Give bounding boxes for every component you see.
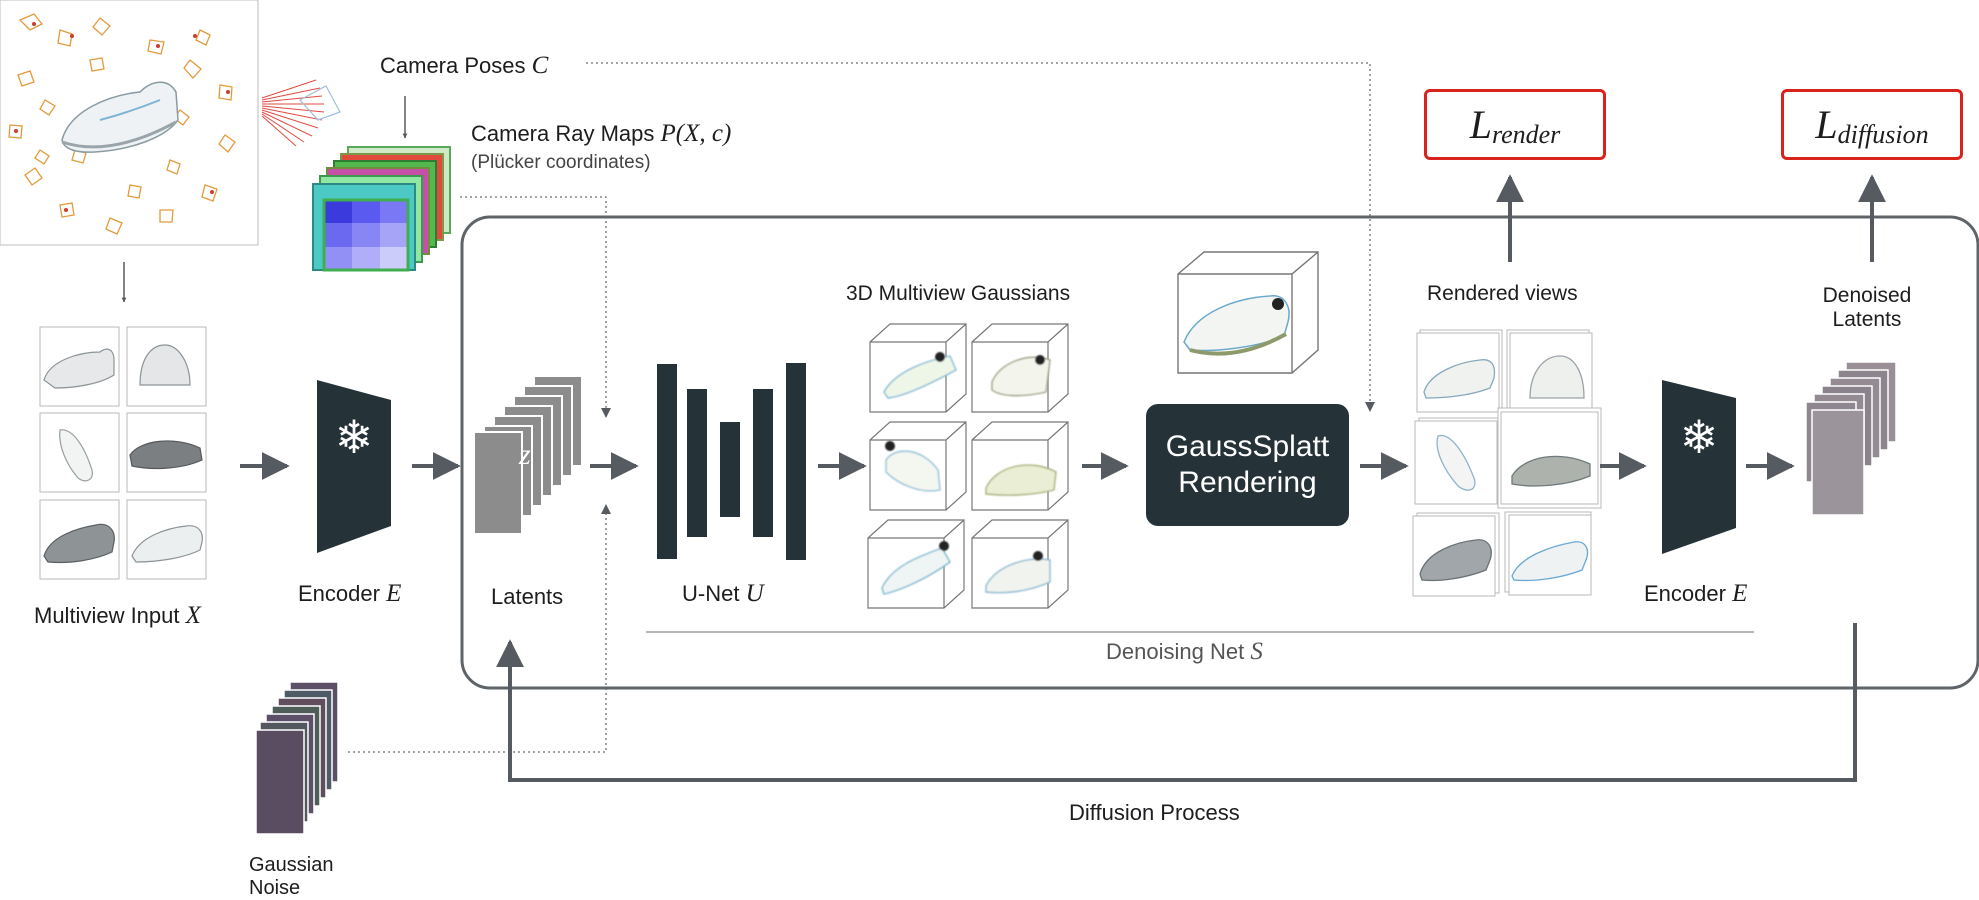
unet-symbol: U: [745, 580, 764, 607]
snowflake-icon: ❄: [334, 410, 374, 464]
noise-line2: Noise: [249, 877, 301, 899]
splat-label-line2: Rendering: [1178, 466, 1317, 499]
latent-symbol: z: [519, 438, 531, 471]
encoder-left-label: Encoder E: [298, 580, 401, 608]
camera-poses-label: Camera Poses C: [380, 52, 548, 80]
diffusion-loss-symbol: L: [1815, 102, 1838, 147]
rendered-views-shoes: [1419, 355, 1591, 582]
multiview-input-symbol: X: [185, 602, 201, 629]
multiview-input-shoes: [43, 344, 203, 564]
denoised-line1: Denoised: [1822, 284, 1912, 307]
encoder-left-block: [317, 380, 391, 553]
multiview-input-text: Multiview Input: [34, 603, 180, 628]
unet-block: [657, 363, 806, 560]
gaussians-shoes: [881, 352, 1057, 595]
unet-label: U-Net U: [682, 580, 764, 608]
camera-poses-cloud: [0, 0, 259, 246]
latents-stack: [473, 375, 583, 535]
gaussians-label: 3D Multiview Gaussians: [846, 282, 1071, 305]
dotted-connectors: [348, 62, 1371, 753]
diffusion-process-label: Diffusion Process: [1069, 800, 1240, 825]
ray-maps-symbol: P(X, c): [660, 120, 732, 147]
gaussian-noise-stack: [255, 681, 339, 835]
ray-maps-label: Camera Ray Maps P(X, c): [471, 120, 731, 148]
encoder-left-symbol: E: [386, 580, 402, 607]
denoising-net-text: Denoising Net: [1106, 639, 1245, 664]
plucker-label: (Plücker coordinates): [471, 152, 651, 173]
camera-poses-text: Camera Poses: [380, 53, 526, 78]
splat-label-line1: GaussSplatt: [1165, 430, 1330, 463]
latents-label: Latents: [491, 584, 564, 609]
denoised-latents-stack: [1805, 361, 1897, 516]
render-loss-subscript: render: [1491, 119, 1561, 149]
diffusion-loss-subscript: diffusion: [1837, 119, 1929, 149]
ray-maps-text: Camera Ray Maps: [471, 121, 655, 146]
denoised-line2: Latents: [1832, 308, 1902, 331]
denoising-frame: [460, 215, 1979, 690]
encoder-right-block: [1662, 380, 1736, 554]
diffusion-loop-arrow: [496, 623, 1857, 782]
encoder-right-label: Encoder E: [1644, 580, 1747, 608]
denoising-net-symbol: S: [1250, 638, 1263, 665]
unet-text: U-Net: [682, 581, 740, 606]
camera-rays: [261, 79, 325, 147]
encoder-left-text: Encoder: [298, 581, 380, 606]
rendered-views-label: Rendered views: [1427, 282, 1578, 305]
gaussian-noise-label: Gaussian Noise: [249, 854, 334, 900]
encoder-right-symbol: E: [1732, 580, 1748, 607]
denoising-net-label: Denoising Net S: [1106, 638, 1263, 666]
ray-map-stack: [312, 146, 451, 272]
multiview-input-label: Multiview Input X: [34, 602, 201, 630]
snowflake-icon: ❄: [1679, 410, 1719, 464]
render-loss-symbol: L: [1469, 102, 1492, 147]
camera-poses-symbol: C: [531, 52, 549, 79]
encoder-right-text: Encoder: [1644, 581, 1726, 606]
noise-line1: Gaussian: [249, 854, 334, 876]
splat-preview-cube: [1177, 251, 1319, 374]
camera-frustum-icon: [299, 85, 341, 121]
gausssplatt-block: GaussSplatt Rendering: [1146, 404, 1349, 526]
denoised-latents-label: Denoised Latents: [1812, 284, 1922, 332]
